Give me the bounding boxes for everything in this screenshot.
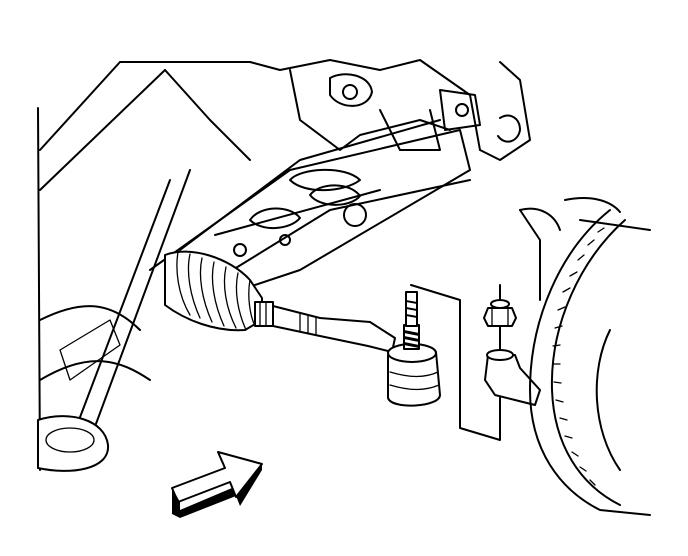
arrow-icon [171, 451, 263, 518]
tie-rod-end-icon [387, 291, 441, 407]
control-arm [149, 119, 471, 311]
steering-knuckle-arm [484, 349, 541, 406]
steering-tie-rod-boot-icon [164, 250, 274, 332]
brake-rotor [519, 197, 651, 516]
nut-icon [483, 299, 517, 327]
upper-mount [249, 59, 531, 161]
bracket-lower-left [37, 415, 110, 472]
tie-rod-shaft [272, 305, 396, 353]
